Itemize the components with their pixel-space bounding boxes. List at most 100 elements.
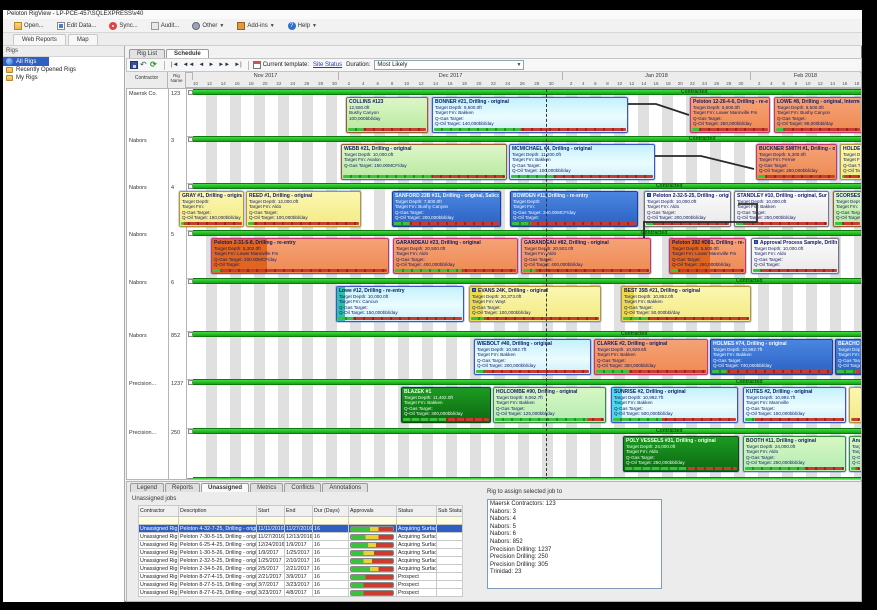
toolbar-button-other[interactable]: Other▼ bbox=[189, 20, 227, 32]
sidebar-item-all-rigs[interactable]: All Rigs bbox=[3, 57, 49, 66]
rig-name-column-header[interactable]: Rig Name bbox=[168, 72, 186, 88]
nav-button[interactable]: ►| bbox=[234, 62, 242, 68]
contracted-band[interactable] bbox=[193, 230, 861, 236]
toolbar-button-add-ins[interactable]: Add-ins▼ bbox=[234, 20, 277, 32]
toolbar-button-edit-data[interactable]: Edit Data... bbox=[54, 20, 100, 32]
table-header-cell[interactable]: Sub Status bbox=[436, 505, 463, 517]
filter-cell[interactable] bbox=[396, 516, 437, 525]
duration-combo[interactable]: Most Likely▼ bbox=[374, 60, 525, 70]
table-header-cell[interactable]: Start bbox=[256, 505, 285, 517]
filter-cell[interactable] bbox=[284, 516, 313, 525]
filter-cell[interactable] bbox=[436, 516, 463, 525]
listbox-item[interactable]: Nabors: 3 bbox=[490, 508, 517, 515]
listbox-item[interactable]: Trinidad: 23 bbox=[490, 569, 522, 576]
job-block[interactable]: Peloton 392 #D81, Drilling - re-entryTar… bbox=[669, 238, 746, 274]
contracted-band[interactable] bbox=[193, 136, 861, 142]
row-expander[interactable] bbox=[188, 380, 193, 385]
nav-button[interactable]: ►► bbox=[218, 62, 231, 68]
bottom-tab-unassigned[interactable]: Unassigned bbox=[201, 483, 250, 492]
row-expander[interactable] bbox=[188, 231, 193, 236]
job-block[interactable]: SANFORD 23B #31, Drilling - original, Sa… bbox=[392, 191, 501, 227]
undo-icon[interactable]: ↶ bbox=[140, 60, 147, 69]
nav-button[interactable]: ◄◄ bbox=[182, 62, 195, 68]
job-block[interactable]: SCORSESE #2, DrillingTarget Depth:Target… bbox=[833, 191, 861, 227]
job-block[interactable] bbox=[849, 387, 861, 423]
toolbar-button-open[interactable]: Open... bbox=[11, 20, 47, 32]
sidebar-item-recently-opened-rigs[interactable]: Recently Opened Rigs bbox=[3, 66, 124, 74]
contracted-band[interactable] bbox=[193, 428, 861, 434]
job-block[interactable]: AnasthesiaTarget Depth:Target Fm:Q-Gas T… bbox=[849, 436, 861, 472]
job-block[interactable]: Peloton 12-26-4-6, Drilling - re-entry, … bbox=[690, 97, 770, 133]
contractor-column-header[interactable]: Contractor bbox=[126, 72, 168, 88]
bottom-tab-annotations[interactable]: Annotations bbox=[322, 483, 369, 492]
template-link[interactable]: Site Status bbox=[313, 62, 343, 68]
row-expander[interactable] bbox=[188, 90, 193, 95]
row-expander[interactable] bbox=[188, 429, 193, 434]
refresh-icon[interactable]: ⟳ bbox=[150, 60, 157, 69]
calendar-icon[interactable] bbox=[252, 61, 261, 69]
filter-cell[interactable] bbox=[178, 516, 257, 525]
nav-button[interactable]: ◄ bbox=[198, 62, 205, 68]
table-header-cell[interactable]: Contractor bbox=[138, 505, 179, 517]
job-block[interactable]: BUCKNER SMITH #1, Drilling - originalTar… bbox=[756, 144, 837, 180]
contracted-band[interactable] bbox=[193, 379, 861, 385]
row-expander[interactable] bbox=[188, 332, 193, 337]
contracted-band[interactable] bbox=[193, 278, 861, 284]
listbox-item[interactable]: Precision Drilling: 1237 bbox=[490, 546, 552, 553]
listbox-item[interactable]: Nabors: 852 bbox=[490, 538, 523, 545]
row-expander[interactable] bbox=[188, 478, 193, 479]
table-header-cell[interactable]: Approvals bbox=[348, 505, 397, 517]
filter-cell[interactable] bbox=[256, 516, 285, 525]
bottom-tab-reports[interactable]: Reports bbox=[165, 483, 201, 492]
app-tab-web-reports[interactable]: Web Reports bbox=[13, 34, 66, 45]
contracted-band[interactable] bbox=[193, 183, 861, 189]
table-header-cell[interactable]: End bbox=[284, 505, 313, 517]
table-header-cell[interactable]: Description bbox=[178, 505, 257, 517]
nav-button[interactable]: ► bbox=[208, 62, 215, 68]
toolbar-button-audit[interactable]: Audit... bbox=[148, 20, 183, 32]
job-block[interactable]: BEACHCOMBER #2, Drilling - originalTarge… bbox=[835, 339, 861, 375]
table-filter-row[interactable] bbox=[138, 516, 463, 525]
job-block[interactable]: Approval Process Sample, Drilling - orig… bbox=[751, 238, 839, 274]
bottom-tab-metrics[interactable]: Metrics bbox=[250, 483, 284, 492]
job-block[interactable]: STANDLEY #10, Drilling - original, Surfa… bbox=[734, 191, 829, 227]
job-block[interactable]: LOWE #8, Drilling - original, Intermedia… bbox=[774, 97, 861, 133]
listbox-item[interactable]: Nabors: 6 bbox=[490, 531, 517, 538]
listbox-item[interactable]: Precision Drilling: 250 bbox=[490, 554, 549, 561]
listbox-item[interactable]: Maersk Contractors: 123 bbox=[490, 501, 556, 507]
sidebar-item-my-rigs[interactable]: My Rigs bbox=[3, 74, 124, 82]
listbox-item[interactable]: Nabors: 5 bbox=[490, 523, 517, 530]
toolbar-button-help[interactable]: ?Help▼ bbox=[285, 20, 320, 32]
app-tab-map[interactable]: Map bbox=[67, 34, 98, 45]
bottom-tab-conflicts[interactable]: Conflicts bbox=[284, 483, 322, 492]
listbox-item[interactable]: Precision Drilling: 305 bbox=[490, 561, 549, 568]
